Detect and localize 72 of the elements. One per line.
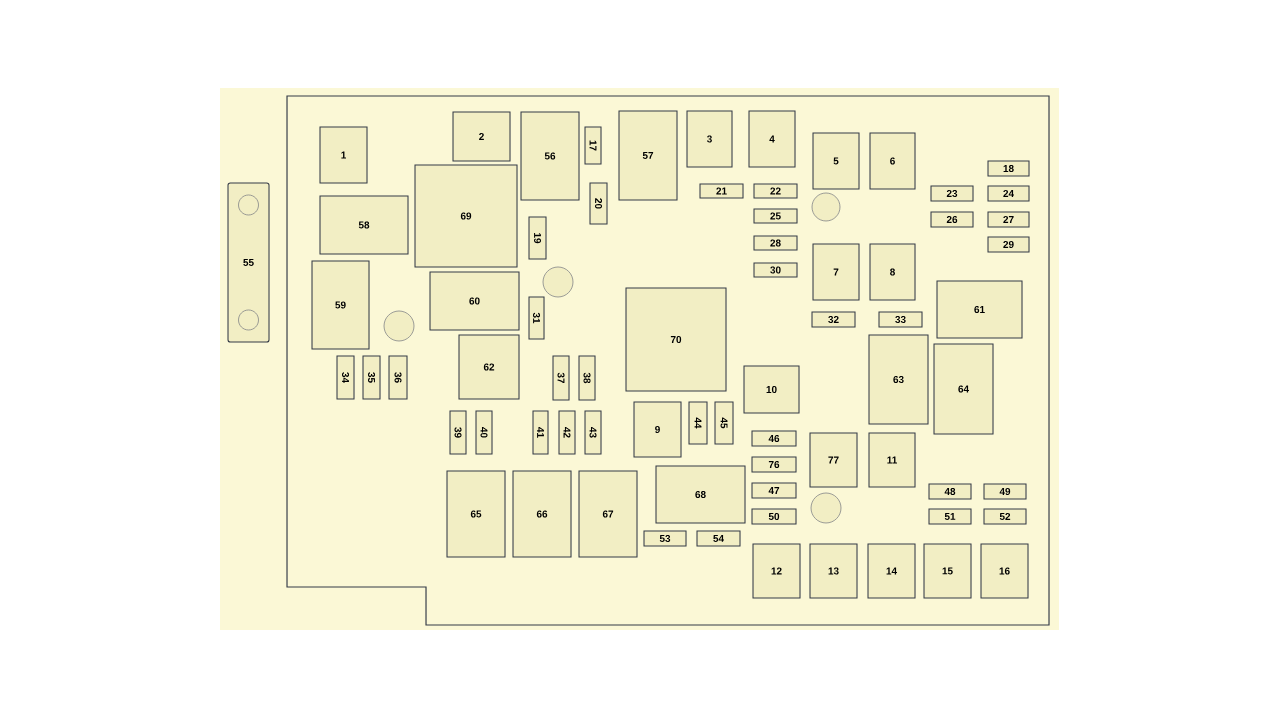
fuse: 38 — [578, 355, 596, 401]
relay-box: 63 — [868, 334, 929, 425]
relay-box: 13 — [809, 543, 858, 599]
fuse: 36 — [388, 355, 408, 400]
relay-box: 66 — [512, 470, 572, 558]
relay-box: 69 — [414, 164, 518, 268]
relay-box: 60 — [429, 271, 520, 331]
fuse: 21 — [699, 183, 744, 199]
fuse: 23 — [930, 185, 974, 202]
fuse: 32 — [811, 311, 856, 328]
relay-box: 1 — [319, 126, 368, 184]
fuse: 37 — [552, 355, 570, 401]
relay-box: 3 — [686, 110, 733, 168]
relay-box: 9 — [633, 401, 682, 458]
fuse: 24 — [987, 185, 1030, 202]
relay-box: 8 — [869, 243, 916, 301]
relay-box: 16 — [980, 543, 1029, 599]
fuse: 47 — [751, 482, 797, 499]
fuse: 45 — [714, 401, 734, 445]
fuse: 25 — [753, 208, 798, 224]
relay-box: 56 — [520, 111, 580, 201]
fuse: 39 — [449, 410, 467, 455]
fuse: 54 — [696, 530, 741, 547]
relay-box: 11 — [868, 432, 916, 488]
fuse: 26 — [930, 211, 974, 228]
fuse: 19 — [528, 216, 547, 260]
relay-box: 68 — [655, 465, 746, 524]
relay-box: 4 — [748, 110, 796, 168]
relay-box: 64 — [933, 343, 994, 435]
fuse: 35 — [362, 355, 381, 400]
relay-box: 2 — [452, 111, 511, 162]
relay-box: 5 — [812, 132, 860, 190]
fuse: 28 — [753, 235, 798, 251]
relay-box: 59 — [311, 260, 370, 350]
relay-box: 10 — [743, 365, 800, 414]
relay-box: 70 — [625, 287, 727, 392]
relay-box: 61 — [936, 280, 1023, 339]
fuse: 30 — [753, 262, 798, 278]
fuse: 53 — [643, 530, 687, 547]
fuse: 49 — [983, 483, 1027, 500]
fuse: 29 — [987, 236, 1030, 253]
fuse: 34 — [336, 355, 355, 400]
fuse: 40 — [475, 410, 493, 455]
fuse: 31 — [528, 296, 545, 340]
relay-box: 62 — [458, 334, 520, 400]
relay-box: 6 — [869, 132, 916, 190]
fuse: 22 — [753, 183, 798, 199]
fuse: 41 — [532, 410, 549, 455]
relay-box: 58 — [319, 195, 409, 255]
fuse: 33 — [878, 311, 923, 328]
maxi-fuse: 55 — [227, 182, 270, 343]
fuse: 50 — [751, 508, 797, 525]
fuse: 44 — [688, 401, 708, 445]
fuse: 52 — [983, 508, 1027, 525]
relay-box: 57 — [618, 110, 678, 201]
relay-box: 65 — [446, 470, 506, 558]
fuse: 51 — [928, 508, 972, 525]
relay-box: 7 — [812, 243, 860, 301]
fuse: 27 — [987, 211, 1030, 228]
fuse: 18 — [987, 160, 1030, 177]
relay-box: 67 — [578, 470, 638, 558]
fuse: 20 — [589, 182, 608, 225]
relay-box: 77 — [809, 432, 858, 488]
fuse: 42 — [558, 410, 576, 455]
relay-box: 12 — [752, 543, 801, 599]
fuse: 48 — [928, 483, 972, 500]
relay-box: 14 — [867, 543, 916, 599]
fuse: 17 — [584, 126, 602, 165]
fuse: 43 — [584, 410, 602, 455]
fuse: 76 — [751, 456, 797, 473]
relay-box: 15 — [923, 543, 972, 599]
fuse: 46 — [751, 430, 797, 447]
